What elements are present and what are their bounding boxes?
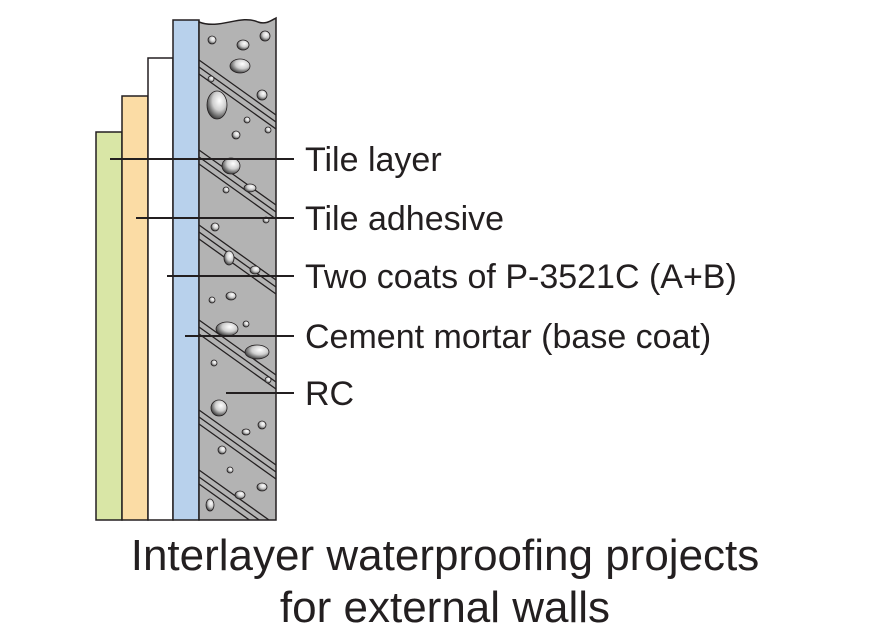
label-rc: RC bbox=[305, 375, 354, 413]
caption-line-1: Interlayer waterproofing projects bbox=[130, 531, 760, 580]
tile-adhesive-strip bbox=[121, 95, 149, 521]
label-cement-mortar: Cement mortar (base coat) bbox=[305, 318, 711, 356]
rc-concrete-block bbox=[198, 16, 277, 521]
label-tile-layer: Tile layer bbox=[305, 141, 442, 179]
label-waterproof-coat: Two coats of P-3521C (A+B) bbox=[305, 258, 737, 296]
waterproof-coat-strip bbox=[147, 57, 174, 521]
caption-line-2: for external walls bbox=[279, 583, 611, 632]
tile-layer-strip bbox=[95, 131, 123, 521]
cement-mortar-strip bbox=[172, 19, 200, 521]
leader-lines bbox=[110, 158, 294, 394]
diagram-caption: Interlayer waterproofing projects for ex… bbox=[0, 530, 890, 634]
label-tile-adhesive: Tile adhesive bbox=[305, 200, 504, 238]
